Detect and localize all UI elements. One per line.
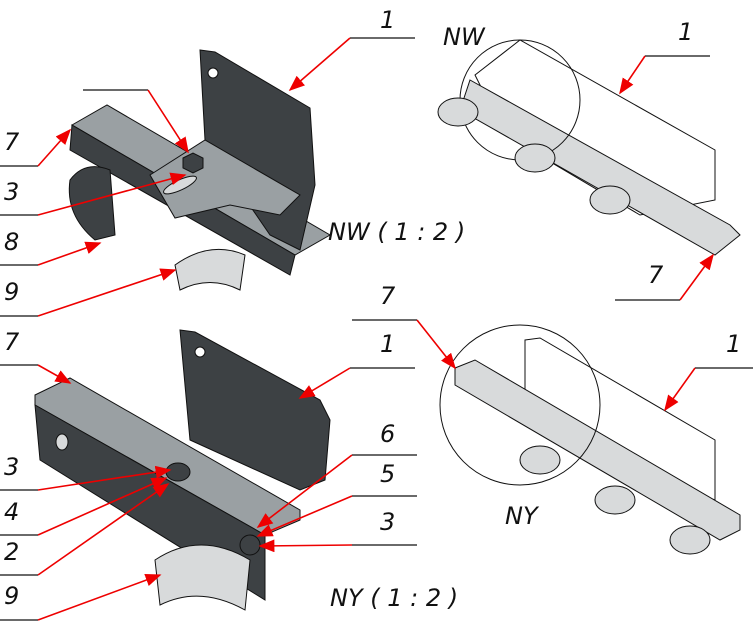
callout-7: 7	[380, 282, 396, 310]
nw-detail-view	[68, 49, 332, 291]
callout-4: 4	[4, 498, 19, 526]
ny-scale-caption: NY ( 1 : 2 )	[330, 584, 458, 612]
nut-icon	[165, 462, 191, 482]
detail-circle-ny	[439, 324, 601, 486]
detail-label-nw: NW	[443, 23, 486, 51]
callout-3: 3	[380, 508, 395, 536]
callout-9: 9	[4, 582, 19, 610]
callout-7: 7	[648, 261, 664, 289]
detail-label-ny: NY	[505, 502, 540, 530]
callout-1: 1	[678, 18, 693, 46]
callout-8: 8	[4, 228, 19, 256]
bolt-icon	[182, 152, 204, 174]
callout-labels: 1 7 3 8 9 NW ( 1 : 2 ) NW 1 7 7 1 NY 7 1…	[4, 6, 741, 612]
ny-detail-view	[34, 329, 331, 611]
clamp-icon	[68, 166, 116, 241]
callout-7: 7	[4, 328, 20, 356]
callout-2: 2	[4, 538, 19, 566]
callout-6: 6	[380, 420, 395, 448]
leaders	[0, 37, 753, 621]
callout-1: 1	[380, 6, 395, 34]
nw-scale-caption: NW ( 1 : 2 )	[328, 218, 465, 246]
pipe-clamp-icon	[154, 544, 251, 611]
callout-3: 3	[4, 453, 19, 481]
ny-overview-view	[439, 324, 741, 555]
callout-5: 5	[380, 460, 395, 488]
callout-1: 1	[380, 330, 395, 358]
nw-overview-view	[437, 39, 741, 256]
nut-icon	[239, 534, 261, 556]
callout-9: 9	[4, 278, 19, 306]
callout-1: 1	[726, 330, 741, 358]
callout-3: 3	[4, 178, 19, 206]
pipe-clamp-icon	[174, 248, 246, 291]
callout-7: 7	[4, 128, 20, 156]
